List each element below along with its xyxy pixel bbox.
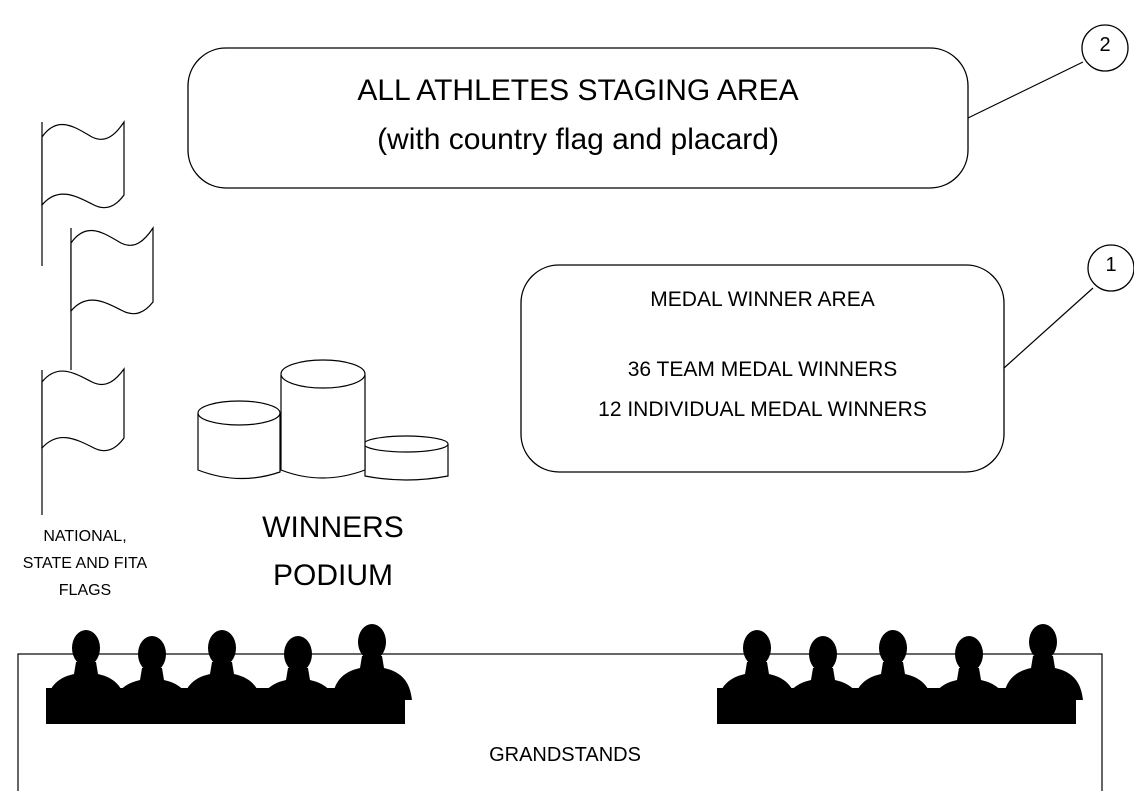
podium-label-line1: WINNERS (262, 511, 404, 544)
flags-label-line2: STATE AND FITA (22, 555, 148, 572)
flags-label-line1: NATIONAL, (43, 528, 127, 545)
medal-individual-winners: 12 INDIVIDUAL MEDAL WINNERS (598, 398, 927, 421)
flag-1-icon (41, 120, 125, 266)
spectators-left-icon (46, 624, 412, 724)
medal-area-box (520, 264, 1005, 473)
flag-3-icon (41, 367, 125, 515)
podium-label-line2: PODIUM (273, 559, 393, 592)
staging-callout-number: 2 (1099, 34, 1111, 56)
staging-area-box (187, 47, 969, 189)
flags-label-line3: FLAGS (58, 582, 112, 599)
medal-area-title: MEDAL WINNER AREA (650, 288, 875, 311)
medal-callout-leader (1003, 287, 1094, 369)
medal-team-winners: 36 TEAM MEDAL WINNERS (627, 358, 898, 381)
staging-area-title: ALL ATHLETES STAGING AREA (357, 74, 799, 107)
grandstands-label: GRANDSTANDS (489, 744, 641, 766)
flag-2-icon (70, 226, 154, 370)
staging-callout-circle (1081, 24, 1129, 72)
medal-callout-circle (1087, 244, 1134, 292)
staging-area-subtitle: (with country flag and placard) (377, 123, 779, 156)
staging-callout-leader (967, 61, 1084, 119)
grandstands-box (17, 653, 1103, 791)
podium-icon (197, 359, 449, 481)
medal-callout-number: 1 (1105, 254, 1117, 276)
spectators-right-icon (717, 624, 1083, 724)
